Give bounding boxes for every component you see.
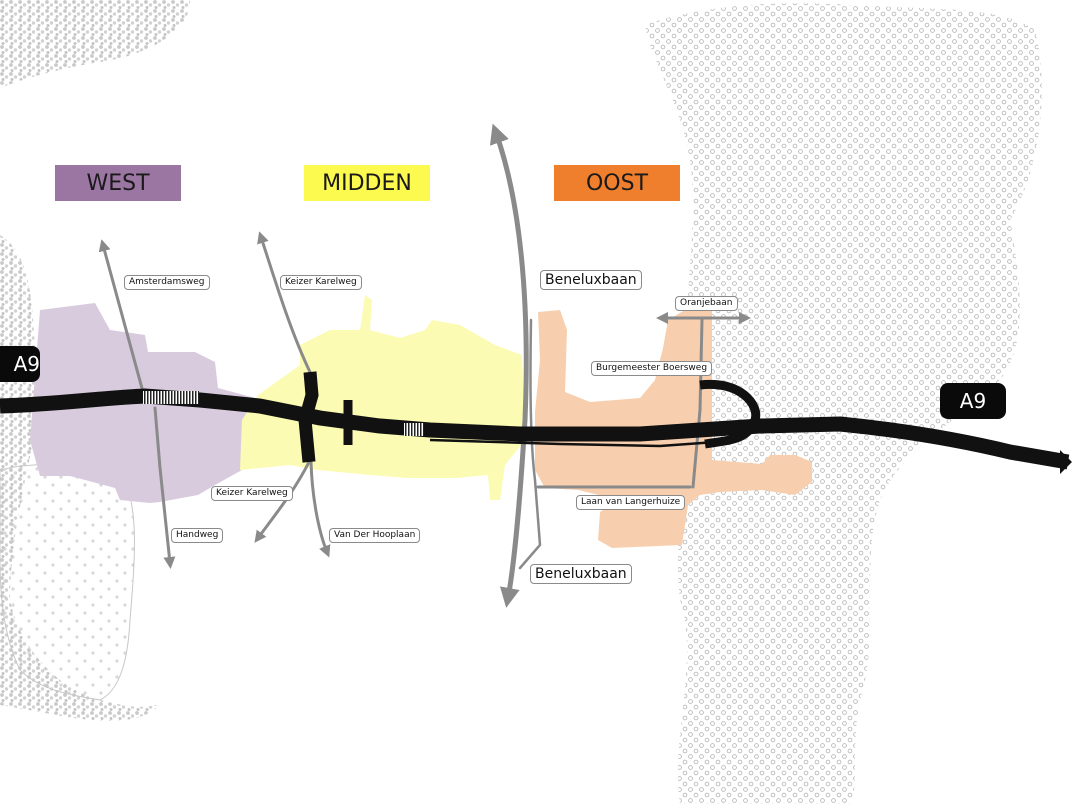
beneluxbaan-road xyxy=(489,123,529,608)
road-label-beneluxbaan-north: Beneluxbaan xyxy=(540,270,642,290)
road-label-laan-van-langerhuize: Laan van Langerhuize xyxy=(576,495,686,510)
dotted-area-east xyxy=(645,3,1042,804)
road-label-oranjebaan: Oranjebaan xyxy=(675,296,738,311)
road-label-keizer-karelweg-north: Keizer Karelweg xyxy=(280,275,362,290)
crosses-area-southwest xyxy=(0,464,135,701)
road-label-keizer-karelweg-south: Keizer Karelweg xyxy=(211,486,293,501)
keizer-karelweg-south-road xyxy=(254,460,311,543)
keizer-karelweg-north-road xyxy=(257,231,312,374)
zone-label-oost: OOST xyxy=(554,165,680,201)
a9-shield-right: A9 xyxy=(940,383,1006,419)
road-label-van-der-hooplaan: Van Der Hooplaan xyxy=(329,528,421,543)
road-label-burgemeester-boersweg: Burgemeester Boersweg xyxy=(591,361,713,376)
beneluxbaan-side-road xyxy=(518,318,542,570)
road-label-beneluxbaan-south: Beneluxbaan xyxy=(530,564,632,584)
burgemeester-boersweg-road xyxy=(691,318,704,489)
amsterdamsweg-road xyxy=(98,239,145,394)
a9-hatched-bridge-west xyxy=(143,391,199,404)
a9-junction-loop xyxy=(699,379,761,449)
road-label-amsterdamsweg: Amsterdamsweg xyxy=(124,275,210,290)
road-label-handweg: Handweg xyxy=(171,528,224,543)
midden-area xyxy=(240,295,525,500)
zone-label-midden: MIDDEN xyxy=(304,165,430,201)
gravel-area-left xyxy=(0,235,160,721)
a9-arrow-end xyxy=(1060,450,1072,474)
local-roads xyxy=(98,123,751,608)
a9-keizer-karelweg-interchange xyxy=(298,371,319,463)
handweg-road xyxy=(153,406,176,569)
a9-shield-left: A9 xyxy=(0,346,40,382)
gravel-area-top-left xyxy=(0,0,191,88)
zone-label-west: WEST xyxy=(55,165,181,201)
van-der-hooplaan-road xyxy=(309,460,331,558)
a9-junction-left-lane xyxy=(429,438,731,448)
a9-hatched-bridge-midden xyxy=(404,423,424,436)
a9-main-carriageway xyxy=(0,388,1070,470)
a9-highway xyxy=(0,371,1072,474)
